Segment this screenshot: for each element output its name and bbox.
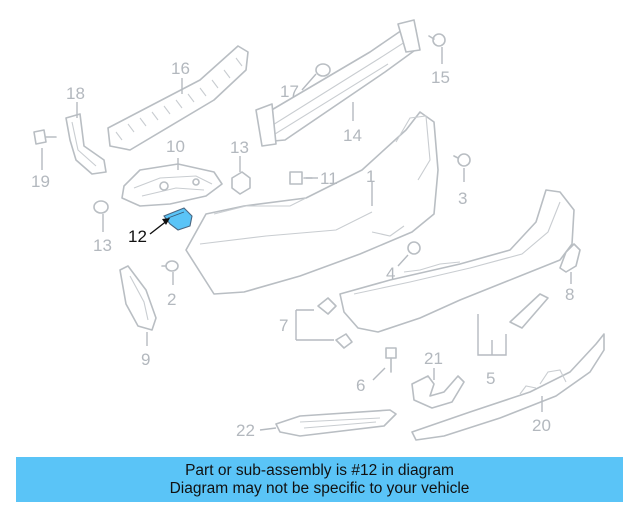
- part-7-clips: [317, 297, 353, 349]
- leader-22: [259, 427, 277, 431]
- leader-6: [372, 367, 386, 381]
- info-banner: Part or sub-assembly is #12 in diagram D…: [16, 457, 623, 502]
- callout-4: 4: [386, 264, 395, 283]
- callout-9: 9: [141, 350, 150, 369]
- part-18-side-bracket: [65, 113, 107, 175]
- part-13-clip-top: [231, 171, 251, 195]
- callout-15: 15: [431, 68, 450, 87]
- callout-21: 21: [424, 349, 443, 368]
- callout-11: 11: [320, 169, 338, 188]
- banner-line-2: Diagram may not be specific to your vehi…: [169, 480, 470, 497]
- part-21-bracket: [411, 375, 465, 409]
- parts-diagram: 1 2 3 4 5 6 7 8 9 10 11 12 13 13 14 15 1…: [31, 19, 605, 441]
- callout-1: 1: [366, 167, 375, 186]
- part-9-side-trim: [119, 265, 157, 331]
- callout-19: 19: [31, 172, 50, 191]
- part-15-bolt: [428, 33, 446, 47]
- part-19-bolt: [33, 129, 57, 145]
- part-4-nut: [407, 241, 421, 255]
- leader-17: [301, 73, 317, 91]
- leader-4: [397, 254, 409, 267]
- part-20-diffuser: [411, 333, 605, 441]
- callout-20: 20: [532, 416, 551, 435]
- callout-12: 12: [128, 227, 147, 246]
- callout-5: 5: [486, 369, 495, 388]
- callout-22: 22: [236, 421, 255, 440]
- part-10-bracket: [121, 163, 223, 207]
- callout-14: 14: [343, 126, 362, 145]
- leader-5: [477, 314, 507, 356]
- callout-2: 2: [167, 290, 176, 309]
- callout-17: 17: [280, 82, 299, 101]
- part-12-highlighted: [163, 207, 193, 231]
- callout-6: 6: [356, 376, 365, 395]
- part-3-clip: [453, 153, 471, 167]
- callout-7: 7: [279, 316, 288, 335]
- part-17-nut: [315, 63, 331, 77]
- callout-8: 8: [565, 285, 574, 304]
- callout-16: 16: [171, 59, 190, 78]
- callout-10: 10: [166, 137, 185, 156]
- callout-13-left: 13: [93, 236, 112, 255]
- part-2-screw: [161, 260, 179, 272]
- leader-12-arrowhead: [162, 218, 170, 225]
- part-16-energy-absorber: [107, 45, 249, 151]
- part-14-reinforcement-beam: [255, 19, 421, 147]
- part-1-bumper-cover: [185, 111, 439, 295]
- banner-line-1: Part or sub-assembly is #12 in diagram: [185, 462, 454, 479]
- callout-13-top: 13: [230, 138, 249, 157]
- callout-18: 18: [66, 84, 85, 103]
- part-22-reflector: [275, 409, 397, 437]
- part-5-reflector: [509, 293, 549, 329]
- part-8-trim-cover: [559, 243, 581, 273]
- leader-7: [295, 309, 334, 341]
- callout-3: 3: [458, 189, 467, 208]
- part-5-lower-cover: [339, 189, 575, 333]
- part-6-bolt: [385, 347, 397, 373]
- part-13-clip-left: [93, 200, 109, 214]
